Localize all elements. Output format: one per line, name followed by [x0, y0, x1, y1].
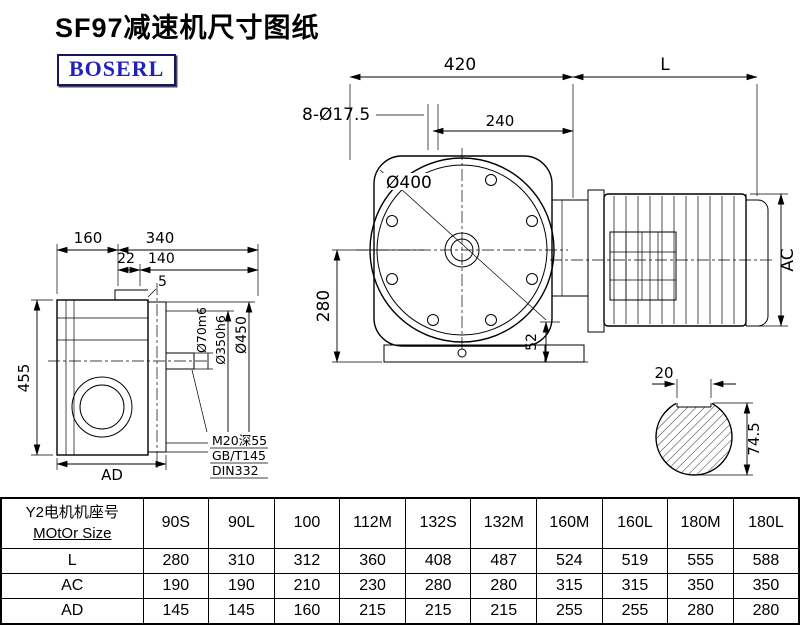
table-cell: 215 [470, 598, 538, 625]
page-title: SF97减速机尺寸图纸 [55, 13, 320, 43]
row-header: L [0, 547, 144, 575]
flange-diameter-label: Ø400 [386, 173, 432, 193]
side-view [48, 283, 208, 468]
table-cell: 280 [470, 573, 538, 600]
table-row: AC 190 190 210 230 280 280 315 315 350 3… [0, 573, 800, 600]
table-cell: 487 [470, 547, 538, 575]
front-view-dimensions: 420 L 8-Ø17.5 240 280 52 [302, 55, 758, 363]
technical-drawing: Ø400 420 L 8-Ø17.5 240 280 52 [15, 55, 798, 484]
table-cell: 280 [732, 598, 800, 625]
col-header: 100 [273, 497, 341, 549]
flange-od-label: Ø450 [234, 316, 250, 354]
table-cell: 210 [273, 573, 341, 600]
table-row: L 280 310 312 360 408 487 524 519 555 58… [0, 547, 800, 575]
table-cell: 360 [339, 547, 406, 575]
table-cell: 145 [208, 598, 275, 625]
shaft-section-view: 20 74.5 [652, 364, 763, 476]
dim-5-label: 5 [158, 274, 167, 290]
table-cell: 524 [536, 547, 603, 575]
table-cell: 555 [667, 547, 734, 575]
table-cell: 280 [404, 573, 472, 600]
motor-size-table: Y2电机机座号 MOtOr Size 90S 90L 100 112M 132S… [0, 497, 800, 625]
dim-74-5-label: 74.5 [745, 422, 763, 455]
table-cell: 215 [404, 598, 472, 625]
dim-AD-label: AD [101, 466, 123, 484]
table-cell: 190 [142, 573, 210, 600]
dim-AC-label: AC [778, 248, 798, 271]
tap-note-label: M20深55 [212, 433, 267, 448]
table-cell: 315 [536, 573, 603, 600]
dim-140-label: 140 [148, 251, 175, 267]
brand-logo: BOSERL [57, 54, 177, 86]
table-cell: 215 [339, 598, 406, 625]
table-cell: 310 [208, 547, 275, 575]
table-cell: 280 [142, 547, 210, 575]
table-cell: 145 [142, 598, 210, 625]
tap-note-block: M20深55 GB/T145 DIN332 [191, 369, 270, 482]
corner-header-line2: MOtOr Size [33, 525, 112, 543]
front-view: Ø400 [356, 148, 585, 363]
table-cell: 160 [273, 598, 341, 625]
table-cell: 312 [273, 547, 341, 575]
motor-view: AC [550, 189, 798, 333]
col-header: 180L [732, 497, 800, 549]
table-cell: 315 [601, 573, 669, 600]
table-cell: 588 [732, 547, 800, 575]
dim-52-label: 52 [524, 333, 540, 351]
table-row: AD 145 145 160 215 215 215 255 255 280 2… [0, 598, 800, 625]
dim-280-label: 280 [314, 290, 334, 322]
table-cell: 408 [404, 547, 472, 575]
shaft-diameter-label: Ø70m6 [194, 307, 209, 353]
table-header-row: Y2电机机座号 MOtOr Size 90S 90L 100 112M 132S… [0, 497, 800, 549]
bolt-holes-note: 8-Ø17.5 [302, 105, 370, 125]
col-header: 180M [667, 497, 734, 549]
corner-header-line1: Y2电机机座号 [25, 504, 119, 522]
dim-455-label: 455 [15, 364, 33, 393]
dim-L-label: L [660, 55, 670, 75]
table-corner-header: Y2电机机座号 MOtOr Size [0, 497, 144, 549]
spigot-diameter-label: Ø350h6 [213, 315, 228, 365]
std-note1-label: GB/T145 [212, 448, 266, 463]
col-header: 160L [601, 497, 669, 549]
dim-22-label: 22 [117, 251, 135, 267]
table-cell: 350 [732, 573, 800, 600]
col-header: 132M [470, 497, 538, 549]
table-cell: 190 [208, 573, 275, 600]
table-cell: 350 [667, 573, 734, 600]
col-header: 90S [142, 497, 210, 549]
dim-340-label: 340 [146, 229, 175, 247]
dim-160-label: 160 [74, 229, 103, 247]
dim-240-label: 240 [486, 112, 515, 130]
col-header: 132S [404, 497, 472, 549]
table-cell: 255 [536, 598, 603, 625]
table-cell: 280 [667, 598, 734, 625]
row-header: AD [0, 598, 144, 625]
col-header: 112M [339, 497, 406, 549]
col-header: 90L [208, 497, 275, 549]
col-header: 160M [536, 497, 603, 549]
table-cell: 519 [601, 547, 669, 575]
side-view-dimensions: 160 340 22 140 5 455 AD Ø70m6 Ø350h6 Ø45… [15, 229, 259, 484]
std-note2-label: DIN332 [212, 463, 259, 478]
table-cell: 230 [339, 573, 406, 600]
dim-20-label: 20 [654, 364, 673, 382]
row-header: AC [0, 573, 144, 600]
table-cell: 255 [601, 598, 669, 625]
dim-420-label: 420 [444, 55, 476, 75]
